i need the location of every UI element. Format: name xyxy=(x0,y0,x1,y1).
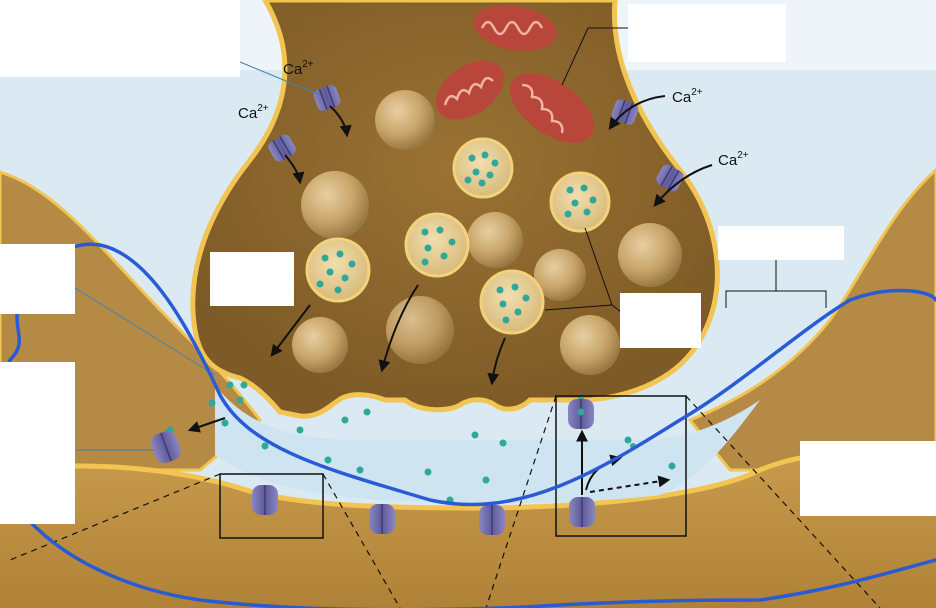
zoom-callouts xyxy=(9,395,881,608)
synaptic-vesicle-icon xyxy=(305,237,371,303)
reuptake-transporter-icon xyxy=(568,399,594,429)
label-box-vesicle-right xyxy=(620,293,701,348)
vesicle-fusion-arrow xyxy=(487,337,506,386)
synaptic-vesicles xyxy=(305,137,611,335)
synaptic-vesicle-icon xyxy=(549,171,611,233)
degradation-arrow xyxy=(589,475,671,493)
synaptic-vesicle-icon xyxy=(452,137,514,199)
vesicle-fusion-arrow xyxy=(378,284,419,373)
leader-line xyxy=(561,27,628,86)
label-box-cleft xyxy=(718,226,844,260)
calcium-influx-arrow xyxy=(608,95,666,130)
label-box-left-lower xyxy=(0,362,75,524)
leader-line xyxy=(239,61,321,96)
synaptic-vesicle-icon xyxy=(479,269,545,335)
calcium-ion-label: Ca2+ xyxy=(718,150,749,169)
receptor-protein-icon xyxy=(369,504,395,534)
synaptic-vesicle-icon xyxy=(404,212,470,278)
right-neighbor-cell xyxy=(687,168,936,472)
mitochondrion-icon xyxy=(473,5,557,51)
postsynaptic-membrane xyxy=(0,451,936,511)
dense-core-granules xyxy=(292,90,682,375)
calcium-ion-label: Ca2+ xyxy=(238,103,269,122)
receptor-protein-icon xyxy=(252,485,278,515)
binding-arrow xyxy=(187,417,226,433)
mitochondria xyxy=(435,5,595,143)
channel-protein-icon xyxy=(313,85,341,111)
receptor-protein-icon xyxy=(479,505,505,535)
calcium-influx-arrow xyxy=(284,154,305,185)
zoom-box-reuptake xyxy=(555,395,687,537)
postsynaptic-cell xyxy=(0,453,936,608)
label-box-top-right xyxy=(628,4,786,62)
mitochondrion-icon xyxy=(435,60,505,120)
calcium-ion-label: Ca2+ xyxy=(672,87,703,106)
calcium-labels: Ca2+ Ca2+ Ca2+ Ca2+ xyxy=(238,59,749,169)
label-box-left-middle xyxy=(0,244,75,314)
label-box-bottom-right xyxy=(800,441,936,516)
postsynaptic-receptors xyxy=(151,399,636,535)
receptor-protein-icon xyxy=(569,497,595,527)
mitochondrion-icon xyxy=(509,73,595,143)
calcium-influx-arrow xyxy=(329,105,352,138)
calcium-influx-arrow xyxy=(653,164,713,207)
zoom-box-receptor xyxy=(219,473,324,539)
synaptic-cleft xyxy=(215,385,760,504)
vesicle-fusion-arrow xyxy=(270,304,311,357)
calcium-ion-label: Ca2+ xyxy=(283,59,314,78)
receptor-protein-icon xyxy=(151,430,181,464)
leader-line xyxy=(74,287,216,376)
leader-lines xyxy=(74,27,827,451)
label-box-vesicle xyxy=(210,252,294,306)
channel-protein-icon xyxy=(268,134,296,162)
label-box-top-left xyxy=(0,0,240,77)
